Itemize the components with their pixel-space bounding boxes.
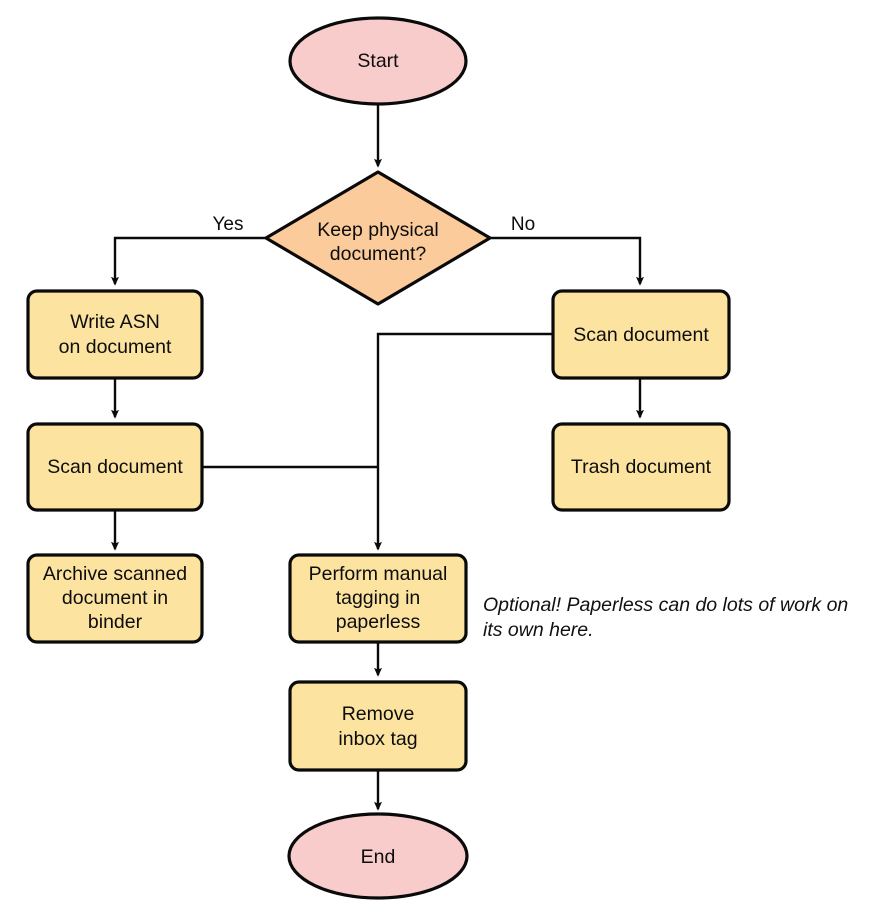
node-end[interactable]: End: [287, 812, 469, 900]
node-decision-label-line1: Keep physical: [317, 219, 438, 241]
node-scan-document-left[interactable]: Scan document: [26, 422, 204, 512]
node-archive-label-line3: binder: [88, 611, 143, 633]
node-manual-tagging-label-line2: tagging in: [336, 587, 421, 609]
archive-binder-rect-shape: [26, 553, 204, 644]
node-start-label: Start: [357, 50, 399, 72]
manual-tagging-rect-shape: [288, 553, 468, 644]
edge-label-yes: Yes: [213, 214, 244, 235]
edge-scan-right-to-manual-tagging: [374, 332, 552, 551]
node-remove-inbox-label-line1: Remove: [342, 703, 415, 725]
node-archive-in-binder[interactable]: Archive scanned document in binder: [26, 553, 204, 644]
node-end-label: End: [361, 846, 396, 868]
node-start[interactable]: Start: [288, 16, 468, 106]
decision-diamond-shape: [264, 170, 492, 306]
node-archive-label-line1: Archive scanned: [43, 563, 187, 585]
optional-note-line2: its own here.: [483, 619, 594, 641]
node-trash-document[interactable]: Trash document: [551, 422, 731, 512]
node-scan-right-label: Scan document: [573, 324, 709, 346]
node-write-asn-label-line1: Write ASN: [70, 311, 160, 333]
trash-rect-shape: [551, 422, 731, 512]
end-ellipse-shape: [287, 812, 469, 900]
node-keep-physical-document[interactable]: Keep physical document?: [264, 170, 492, 306]
optional-note-line1: Optional! Paperless can do lots of work …: [483, 594, 848, 616]
node-archive-label-line2: document in: [62, 587, 168, 609]
node-decision-label-line2: document?: [330, 243, 427, 265]
node-write-asn-label-line2: on document: [59, 336, 172, 358]
edge-group: [111, 105, 644, 811]
scan-left-rect-shape: [26, 422, 204, 512]
node-scan-document-right[interactable]: Scan document: [551, 289, 731, 380]
node-manual-tagging-label-line1: Perform manual: [309, 563, 448, 585]
node-scan-left-label: Scan document: [47, 456, 183, 478]
annotation-optional-note: Optional! Paperless can do lots of work …: [483, 594, 848, 641]
edge-decision-to-scan-right: [491, 236, 644, 286]
node-manual-tagging[interactable]: Perform manual tagging in paperless: [288, 553, 468, 644]
node-manual-tagging-label-line3: paperless: [336, 611, 421, 633]
scan-right-rect-shape: [551, 289, 731, 380]
start-ellipse-shape: [288, 16, 468, 106]
edge-label-no: No: [511, 214, 535, 235]
remove-inbox-rect-shape: [288, 680, 468, 772]
edge-decision-to-write-asn: [111, 236, 265, 286]
write-asn-rect-shape: [26, 289, 204, 380]
node-remove-inbox-tag[interactable]: Remove inbox tag: [288, 680, 468, 772]
node-remove-inbox-label-line2: inbox tag: [338, 728, 417, 750]
node-write-asn[interactable]: Write ASN on document: [26, 289, 204, 380]
node-trash-label: Trash document: [571, 456, 712, 478]
